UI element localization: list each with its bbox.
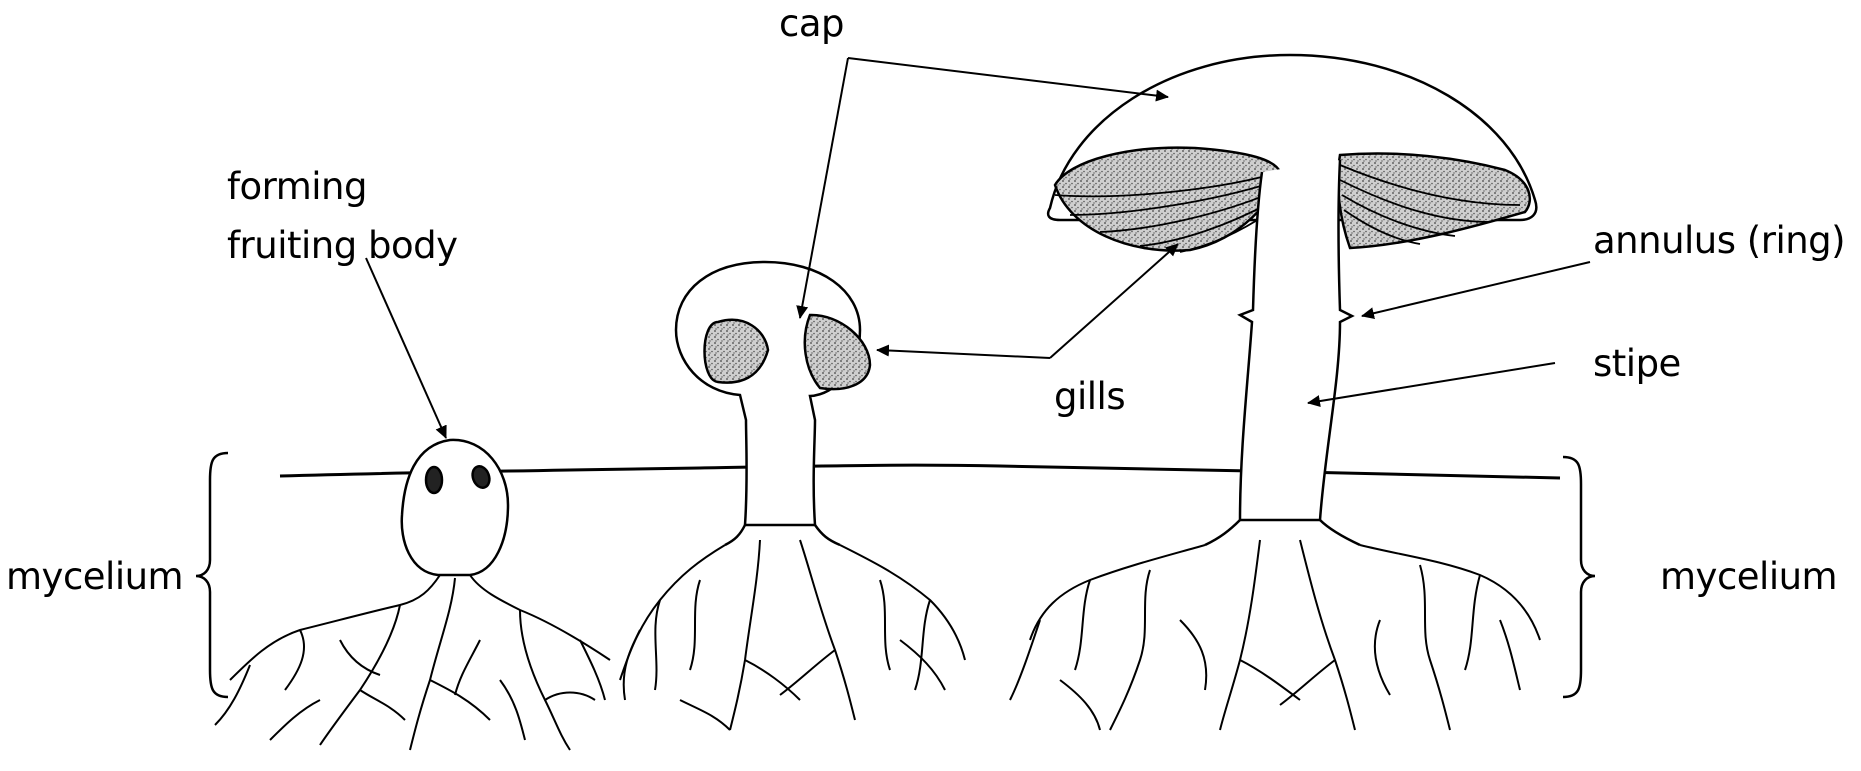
- label-cap: cap: [779, 5, 844, 42]
- mycelium-cluster-left: [215, 575, 610, 750]
- label-stipe: stipe: [1593, 345, 1681, 382]
- label-mycelium-right: mycelium: [1660, 558, 1837, 595]
- label-mycelium-left: mycelium: [6, 558, 183, 595]
- mycelium-cluster-middle: [620, 540, 965, 730]
- mature-mushroom: [1048, 55, 1536, 545]
- forming-fruiting-body: [402, 440, 508, 575]
- label-fruiting-body: fruiting body: [227, 227, 457, 264]
- label-gills: gills: [1054, 378, 1125, 415]
- annulus-leader: [1362, 262, 1590, 316]
- brace-left: [196, 453, 228, 697]
- young-mushroom: [676, 262, 870, 545]
- cap-leader-mature: [848, 58, 1168, 97]
- gills-leader-young: [877, 350, 1050, 358]
- mycelium-cluster-right: [1010, 540, 1540, 730]
- forming-leader: [366, 258, 446, 438]
- stipe-leader: [1308, 363, 1555, 403]
- gills-leader-mature: [1050, 244, 1178, 358]
- brace-right: [1563, 457, 1595, 697]
- label-forming: forming: [227, 168, 367, 205]
- label-annulus: annulus (ring): [1593, 222, 1845, 259]
